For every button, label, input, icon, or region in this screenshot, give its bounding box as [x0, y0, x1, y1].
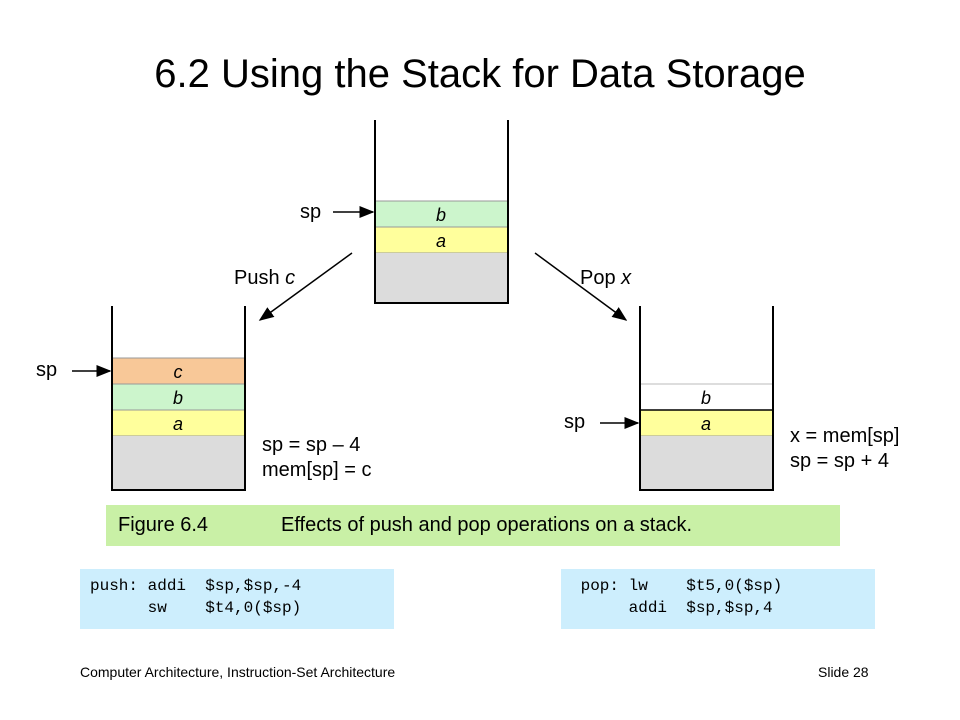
- top-stack-label-a: a: [436, 231, 446, 251]
- top-stack-filled: [375, 253, 508, 303]
- top-stack-cell-a: [374, 226, 509, 254]
- top-stack-cell-b: [374, 200, 509, 228]
- figure-number: Figure 6.4: [118, 514, 209, 536]
- right-stack-outline: [639, 306, 774, 491]
- pop-arrow: [534, 252, 628, 321]
- right-stack-label-b: b: [701, 388, 711, 408]
- push-code-line1: push: addi $sp,$sp,-4: [90, 577, 302, 595]
- left-note-line1: sp = sp – 4: [262, 434, 360, 456]
- push-arrow: [258, 252, 353, 321]
- left-stack-label-c: c: [174, 362, 183, 382]
- footer-slide-number: Slide 28: [818, 664, 869, 680]
- left-stack-outline: [111, 306, 246, 491]
- top-stack: b a sp: [300, 120, 509, 304]
- push-code-box: push: addi $sp,$sp,-4 sw $t4,0($sp): [80, 569, 394, 629]
- right-sp-label: sp: [564, 411, 585, 433]
- top-stack-outline: [374, 120, 509, 304]
- right-note-line1: x = mem[sp]: [790, 425, 899, 447]
- left-stack-filled: [112, 436, 245, 490]
- right-stack-cell-a: [639, 409, 774, 437]
- footer-course-title: Computer Architecture, Instruction-Set A…: [80, 664, 396, 680]
- right-stack: b a sp x = mem[sp] sp = sp + 4: [564, 306, 899, 491]
- left-sp-label: sp: [36, 359, 57, 381]
- left-stack-label-a: a: [173, 414, 183, 434]
- figure-caption: Figure 6.4 Effects of push and pop opera…: [106, 505, 840, 546]
- left-stack-cell-a: [111, 409, 246, 437]
- pop-code-box: pop: lw $t5,0($sp) addi $sp,$sp,4: [561, 569, 875, 629]
- push-label-prefix: Push: [234, 267, 285, 289]
- pop-label-var: x: [620, 267, 632, 289]
- right-stack-filled: [640, 436, 773, 490]
- pop-code-line2: addi $sp,$sp,4: [571, 599, 773, 617]
- left-stack: c b a sp sp = sp – 4 mem[sp] = c: [36, 306, 371, 491]
- right-note-line2: sp = sp + 4: [790, 450, 889, 472]
- push-label: Push c: [234, 267, 295, 289]
- push-code-line2: sw $t4,0($sp): [90, 599, 302, 617]
- slide-title: 6.2 Using the Stack for Data Storage: [154, 52, 806, 96]
- left-note-line2: mem[sp] = c: [262, 459, 371, 481]
- top-stack-label-b: b: [436, 205, 446, 225]
- left-stack-label-b: b: [173, 388, 183, 408]
- left-stack-cell-b: [111, 383, 246, 411]
- top-sp-label: sp: [300, 201, 321, 223]
- pop-code-line1: pop: lw $t5,0($sp): [571, 577, 783, 595]
- figure-caption-text: Effects of push and pop operations on a …: [281, 514, 693, 536]
- right-stack-label-a: a: [701, 414, 711, 434]
- pop-label: Pop x: [580, 267, 632, 289]
- pop-label-prefix: Pop: [580, 267, 621, 289]
- push-label-var: c: [285, 267, 295, 289]
